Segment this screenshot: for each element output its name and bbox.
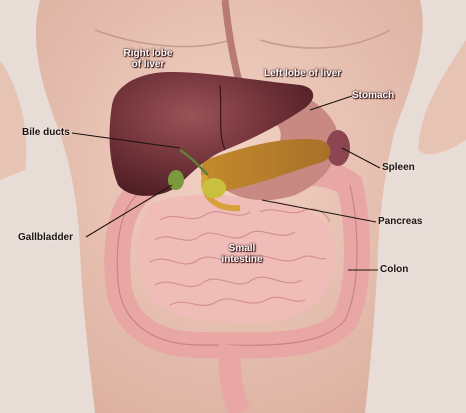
label-right-lobe-of-liver: Right lobe of liver	[112, 48, 184, 70]
label-gallbladder: Gallbladder	[18, 232, 73, 243]
gallbladder	[168, 170, 184, 190]
label-left-lobe-of-liver: Left lobe of liver	[264, 68, 341, 79]
rectum	[229, 345, 240, 413]
label-bile-ducts: Bile ducts	[22, 127, 70, 138]
label-pancreas: Pancreas	[378, 216, 422, 227]
label-stomach: Stomach	[352, 90, 394, 101]
gallbladder-highlight	[202, 178, 226, 198]
label-spleen: Spleen	[382, 162, 415, 173]
label-colon: Colon	[380, 264, 408, 275]
label-small-intestine: Small intestine	[212, 243, 272, 265]
